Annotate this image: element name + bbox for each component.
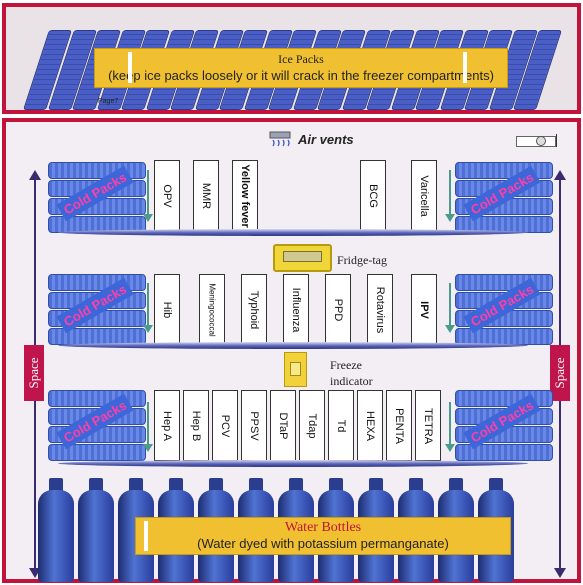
vaccine-label: PCV bbox=[219, 414, 231, 437]
water-bottles-subtitle: (Water dyed with potassium permanganate) bbox=[197, 536, 449, 551]
vaccine-ppd: PPD bbox=[325, 274, 351, 345]
ice-packs-subtitle: (keep ice packs loosely or it will crack… bbox=[108, 68, 494, 83]
water-bottle bbox=[38, 478, 74, 582]
vaccine-label: Tdap bbox=[306, 412, 318, 439]
banner-highlight-left bbox=[144, 521, 148, 551]
page-tag: Page7 bbox=[98, 98, 119, 105]
vaccine-ipv: IPV bbox=[411, 274, 437, 345]
vaccine-label: Varicella bbox=[418, 174, 430, 217]
ice-packs-banner: Ice Packs (keep ice packs loosely or it … bbox=[94, 48, 508, 88]
vaccine-label: DTaP bbox=[277, 412, 289, 439]
vaccine-hep-b: Hep B bbox=[183, 390, 209, 461]
vaccine-penta: PENTA bbox=[386, 390, 412, 461]
vaccine-label: Influenza bbox=[290, 287, 302, 332]
water-bottle bbox=[78, 478, 114, 582]
vaccine-bcg: BCG bbox=[360, 160, 386, 231]
vaccine-label: Meningococcal bbox=[207, 282, 217, 337]
airflow-arrow bbox=[445, 283, 455, 333]
vaccine-hep-a: Hep A bbox=[154, 390, 180, 461]
vaccine-ppsv: PPSV bbox=[241, 390, 267, 461]
left-space-text: Space bbox=[26, 357, 41, 389]
vaccine-rotavirus: Rotavirus bbox=[367, 274, 393, 345]
water-bottles-title: Water Bottles bbox=[284, 520, 362, 535]
vaccine-label: IPV bbox=[418, 300, 430, 319]
vaccine-td: Td bbox=[328, 390, 354, 461]
thermometer-dial bbox=[536, 136, 546, 146]
vaccine-label: TETRA bbox=[422, 407, 434, 444]
freeze-indicator-icon bbox=[284, 352, 307, 387]
shelf-1 bbox=[58, 229, 528, 236]
vaccine-label: Typhoid bbox=[248, 290, 260, 329]
vaccine-label: Hep B bbox=[190, 410, 202, 441]
ice-packs-title: Ice Packs bbox=[278, 52, 324, 66]
cold-pack-stack: Cold Packs bbox=[48, 162, 146, 234]
vaccine-label: OPV bbox=[161, 183, 173, 208]
vaccine-label: MMR bbox=[200, 182, 212, 209]
vaccine-typhoid: Typhoid bbox=[241, 274, 267, 345]
vaccine-label: HEXA bbox=[364, 410, 376, 441]
vaccine-tetra: TETRA bbox=[415, 390, 441, 461]
banner-highlight-right bbox=[463, 52, 467, 83]
vaccine-label: PPSV bbox=[248, 410, 260, 441]
left-space-label: Space bbox=[24, 345, 44, 401]
thermometer-marker bbox=[556, 134, 557, 147]
banner-highlight-left bbox=[128, 52, 132, 83]
air-vent-icon bbox=[269, 131, 291, 147]
fridge-tag-label: Fridge-tag bbox=[337, 253, 387, 267]
air-vents-label: Air vents bbox=[298, 132, 354, 147]
vaccine-label: BCG bbox=[367, 183, 379, 208]
cold-pack-stack: Cold Packs bbox=[48, 274, 146, 346]
freeze-indicator-line2: indicator bbox=[330, 374, 373, 388]
airflow-arrow bbox=[445, 402, 455, 452]
vaccine-label: Hib bbox=[161, 301, 173, 318]
vaccine-hib: Hib bbox=[154, 274, 180, 345]
fridge-tag-icon bbox=[273, 244, 332, 272]
vaccine-tdap: Tdap bbox=[299, 390, 325, 461]
right-space-label: Space bbox=[550, 345, 570, 401]
vaccine-varicella: Varicella bbox=[411, 160, 437, 231]
cold-pack-stack: Cold Packs bbox=[455, 162, 553, 234]
vaccine-mmr: MMR bbox=[193, 160, 219, 231]
vaccine-label: Rotavirus bbox=[374, 286, 386, 333]
right-space-text: Space bbox=[552, 357, 567, 389]
airflow-arrow bbox=[445, 170, 455, 222]
shelf-3 bbox=[58, 460, 528, 467]
vaccine-dtap: DTaP bbox=[270, 390, 296, 461]
vaccine-label: PPD bbox=[332, 298, 344, 321]
vaccine-label: Yellow fever bbox=[239, 163, 251, 228]
vaccine-opv: OPV bbox=[154, 160, 180, 231]
vaccine-label: Hep A bbox=[161, 410, 173, 441]
freeze-indicator-line1: Freeze bbox=[330, 358, 362, 372]
cold-pack-stack: Cold Packs bbox=[48, 390, 146, 462]
vaccine-hexa: HEXA bbox=[357, 390, 383, 461]
vaccine-yellow-fever: Yellow fever bbox=[232, 160, 258, 231]
airflow-arrow bbox=[143, 283, 153, 333]
vaccine-label: Td bbox=[335, 419, 347, 432]
airflow-arrow bbox=[143, 170, 153, 222]
vaccine-influenza: Influenza bbox=[283, 274, 309, 345]
airflow-arrow bbox=[143, 402, 153, 452]
cold-pack-stack: Cold Packs bbox=[455, 274, 553, 346]
water-bottles-banner: Water Bottles (Water dyed with potassium… bbox=[135, 517, 511, 555]
vaccine-pcv: PCV bbox=[212, 390, 238, 461]
vaccine-meningococcal: Meningococcal bbox=[199, 274, 225, 345]
vaccine-label: PENTA bbox=[393, 407, 405, 444]
cold-pack-stack: Cold Packs bbox=[455, 390, 553, 462]
shelf-2 bbox=[58, 342, 528, 349]
